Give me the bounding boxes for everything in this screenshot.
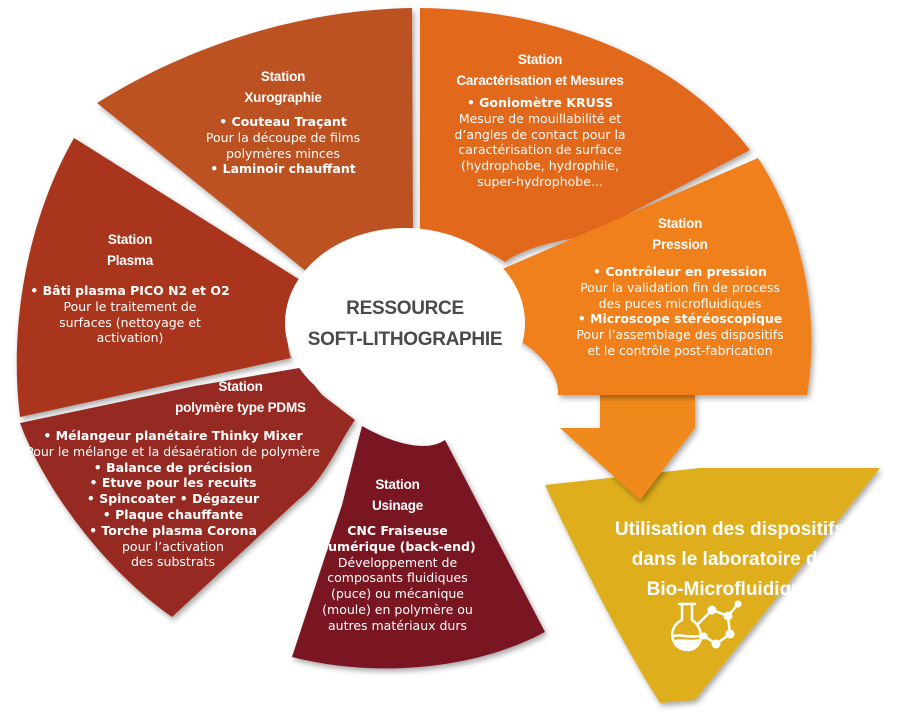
station-description: des puces microfluidiques <box>598 295 762 311</box>
laboratoire-line: dans le laboratoire de <box>631 549 829 570</box>
station-equipment: • Plaque chauffante <box>102 506 244 522</box>
station-equipment: • Microscope stéréoscopique <box>577 311 783 327</box>
station-pression: Station Pression • Contrôleur en pressio… <box>560 213 800 359</box>
station-description: caractérisation de surface <box>458 142 622 158</box>
station-description: (moule) en polymère ou <box>322 601 473 617</box>
station-description: polymères minces <box>225 145 340 161</box>
station-description: Mesure de mouillabilité et <box>458 110 622 126</box>
segment-laboratoire <box>545 468 880 703</box>
station-equipment: • Contrôleur en pression <box>593 264 767 279</box>
station-description: Pour le traitement de <box>63 298 197 314</box>
station-description: et le contrôle post-fabrication <box>587 342 773 358</box>
station-equipment: • Goniomètre KRUSS <box>466 95 614 110</box>
center-label-line1: RESSOURCE <box>346 298 464 319</box>
station-description: des substrats <box>130 554 216 570</box>
segment-xurographie <box>97 8 413 276</box>
station-description: pour l’activation <box>122 538 224 554</box>
station-pdms: Station polymère type PDMS • Mélangeur p… <box>26 376 338 570</box>
station-description: Pour la découpe de films <box>205 129 361 145</box>
station-title: Station <box>107 232 153 247</box>
station-equipment: • Bâti plasma PICO N2 et O2 <box>30 283 230 298</box>
station-description: activation) <box>96 330 164 346</box>
station-description: d’angles de contact pour la <box>454 126 626 142</box>
segment-usinage <box>292 426 545 669</box>
station-title: Station <box>260 69 306 84</box>
station-title: Station <box>218 379 263 394</box>
station-equipment: • Laminoir chauffant <box>210 161 356 177</box>
station-description: autres matériaux durs <box>327 617 468 633</box>
station-equipment: numérique (back-end) <box>319 538 476 554</box>
station-title: Station <box>657 216 703 231</box>
station-equipment: • Etuve pour les recuits <box>89 475 257 491</box>
station-description: composants fluidiques <box>327 570 468 586</box>
center-hub <box>285 228 525 418</box>
station-description: (puce) ou mécanique <box>330 586 465 602</box>
segment-plasma <box>16 138 305 417</box>
laboratoire-label: Utilisation des dispositifs dans le labo… <box>585 515 875 605</box>
station-equipment: • Torche plasma Corona <box>89 522 257 538</box>
chemistry-flask-molecule-icon <box>671 600 742 652</box>
station-name: Xurographie <box>244 90 322 105</box>
station-title: Station <box>517 52 563 67</box>
laboratoire-line: Bio-Microfluidique <box>646 579 814 600</box>
station-plasma: Station Plasma • Bâti plasma PICO N2 et … <box>30 229 230 346</box>
station-equipment: • Spincoater • Dégazeur <box>86 491 260 507</box>
station-equipment: CNC Fraiseuse <box>347 523 448 538</box>
station-name: Pression <box>652 237 708 252</box>
station-description: (hydrophobe, hydrophile, <box>461 158 619 174</box>
station-description: super-hydrophobe... <box>477 173 603 189</box>
laboratoire-line: Utilisation des dispositifs <box>614 519 846 540</box>
arrow-to-laboratoire <box>560 395 695 500</box>
station-equipment: • Balance de précision <box>93 459 253 475</box>
station-name: Caractérisation et Mesures <box>456 73 624 88</box>
segment-pression <box>500 158 812 395</box>
center-label: RESSOURCE SOFT-LITHOGRAPHIE <box>305 293 505 355</box>
segment-caracterisation <box>420 8 750 262</box>
station-description: Pour le mélange et la désaération de pol… <box>26 443 320 459</box>
center-label-line2: SOFT-LITHOGRAPHIE <box>307 329 503 350</box>
station-description: surfaces (nettoyage et <box>59 314 201 330</box>
station-caracterisation: Station Caractérisation et Mesures • Gon… <box>430 49 650 190</box>
segment-pdms <box>20 367 355 617</box>
station-equipment: • Mélangeur planétaire Thinky Mixer <box>43 428 303 443</box>
station-name: Plasma <box>106 253 154 268</box>
station-description: Développement de <box>337 554 458 570</box>
station-description: Pour l’assemblage des dispositifs <box>576 327 784 343</box>
station-name: Usinage <box>371 498 424 513</box>
station-title: Station <box>375 477 420 492</box>
station-description: Pour la validation fin de process <box>580 279 780 295</box>
station-equipment: • Couteau Traçant <box>219 114 347 129</box>
station-name: polymère type PDMS <box>175 400 306 415</box>
